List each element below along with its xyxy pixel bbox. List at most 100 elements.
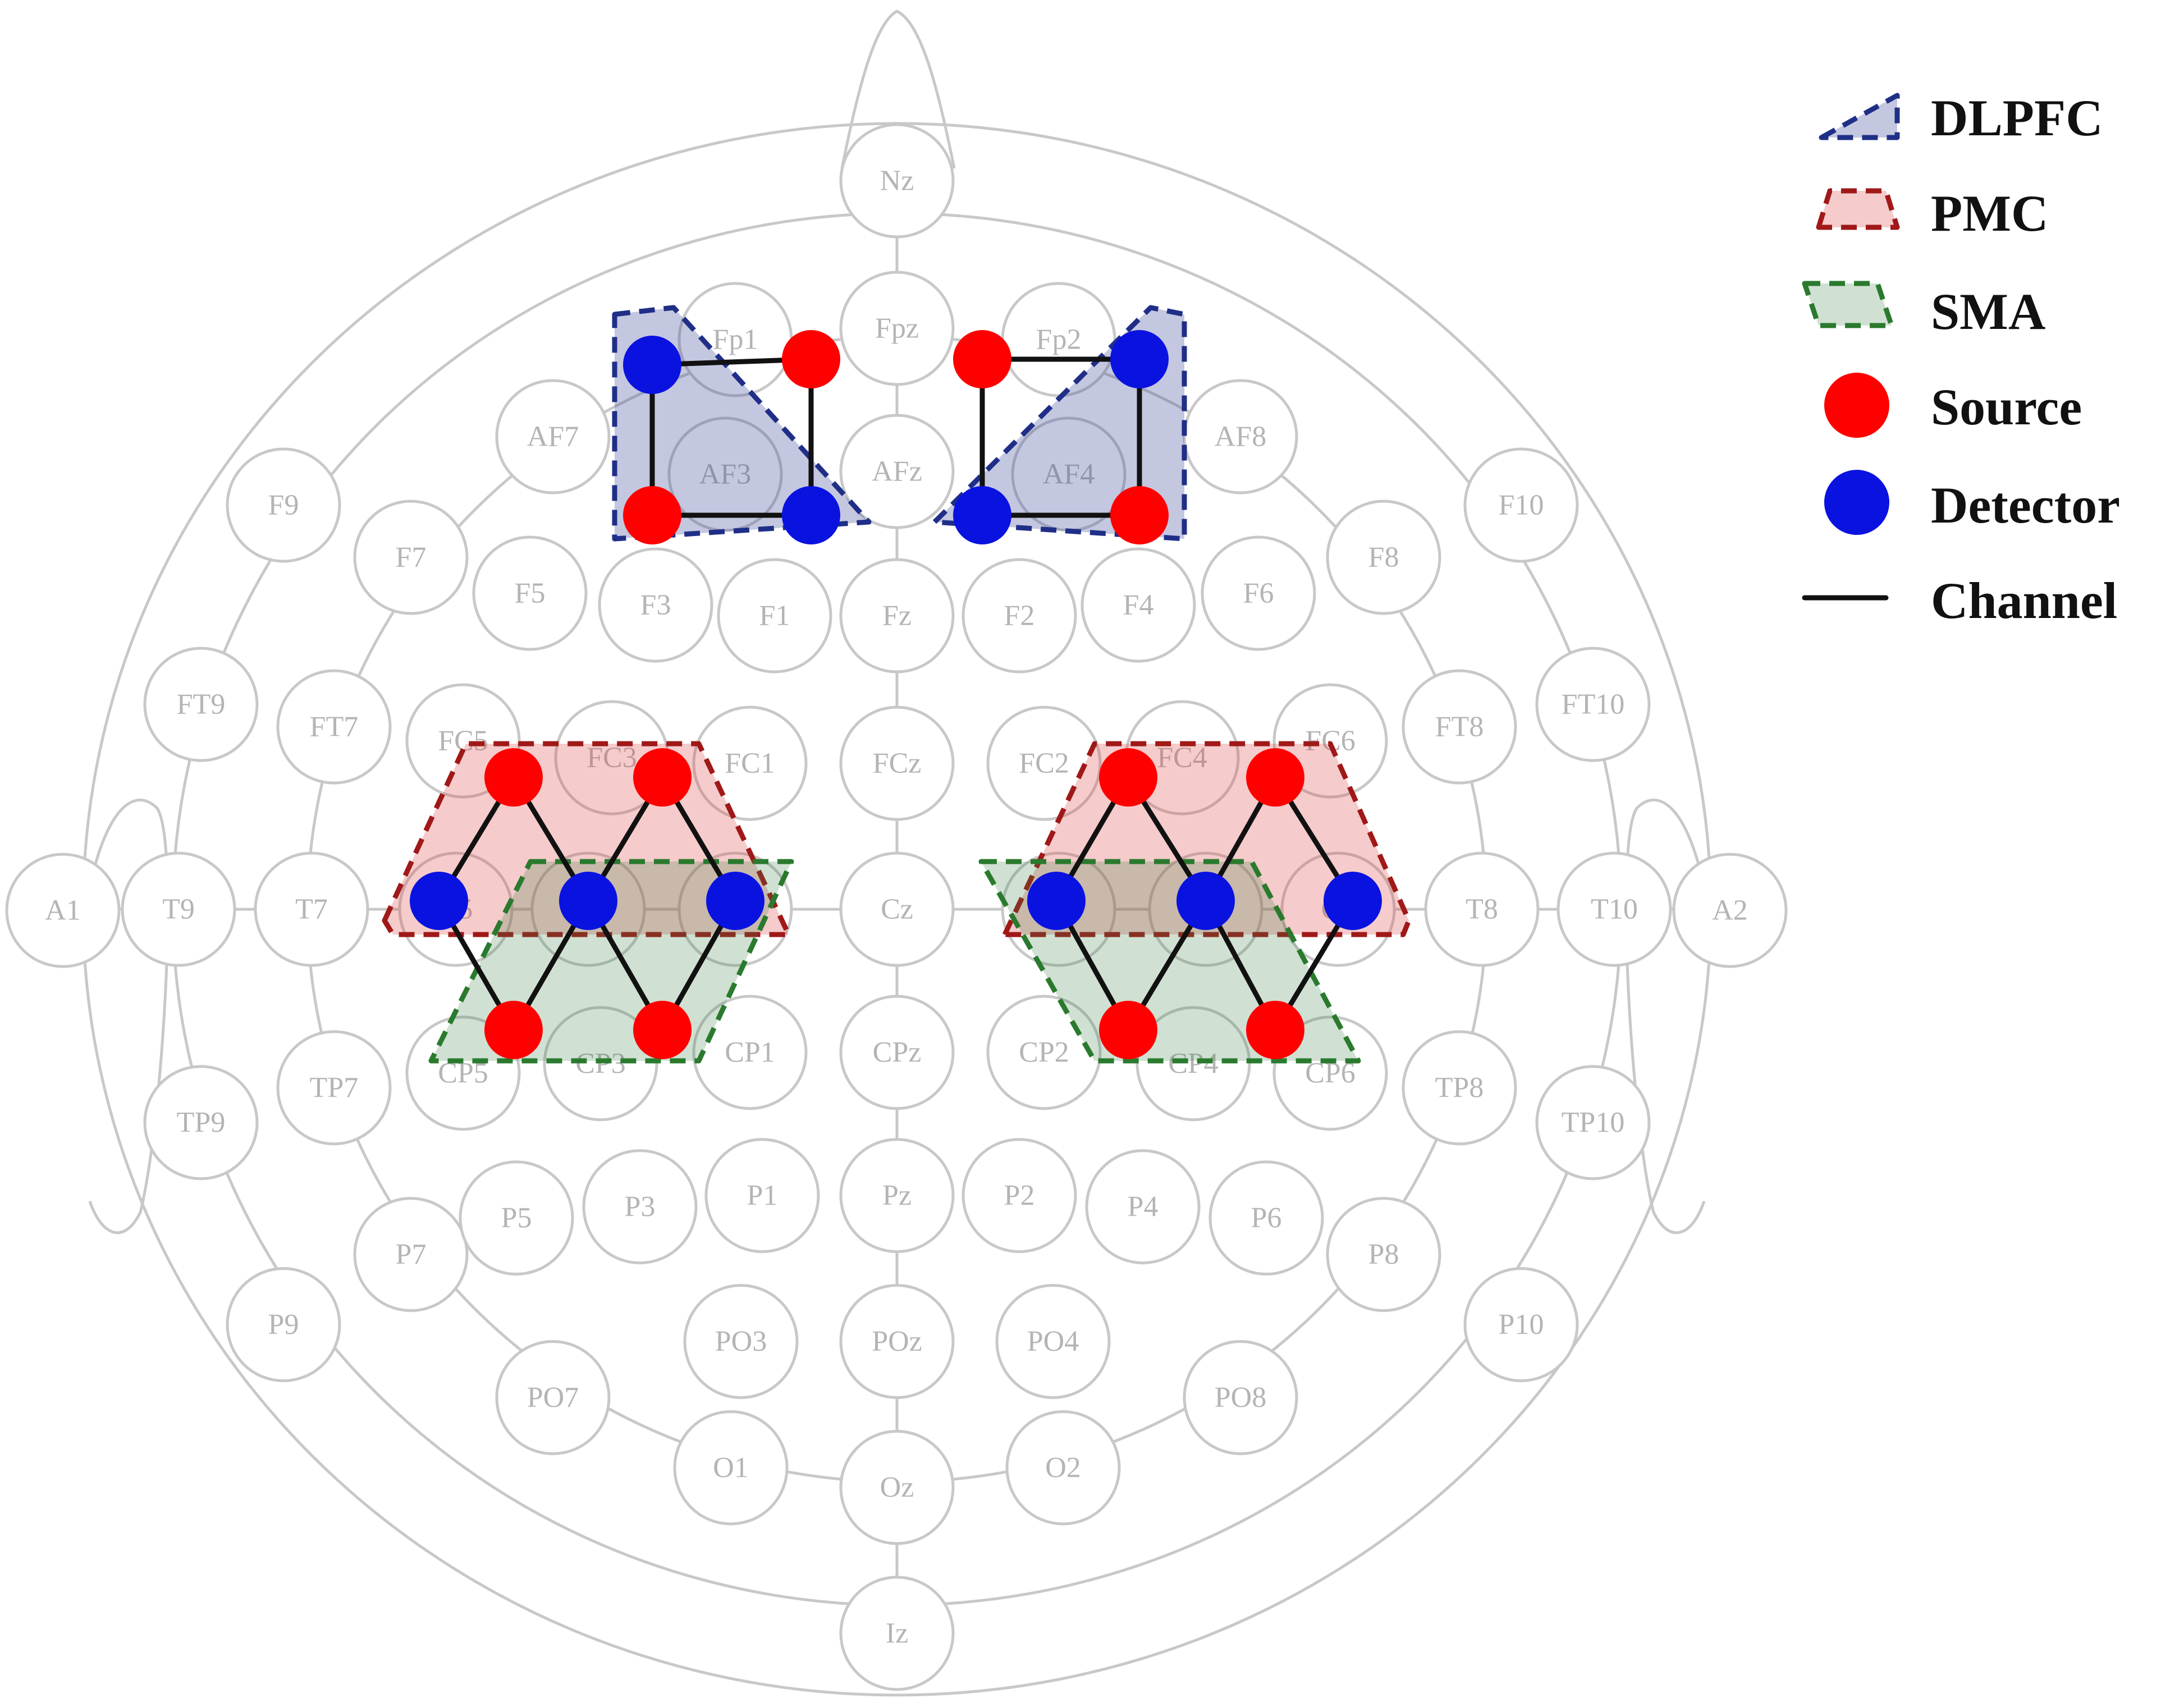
legend-dlpfc-label: DLPFC <box>1931 89 2103 146</box>
electrode-circle <box>495 1340 611 1455</box>
electrode-label: P8 <box>1368 1239 1399 1271</box>
source-optode <box>1099 748 1157 807</box>
electrode-label: CP4 <box>1168 1048 1219 1080</box>
electrode-circle <box>839 1430 955 1545</box>
electrode-label: AF4 <box>1043 459 1095 491</box>
electrode-circle <box>226 1267 341 1382</box>
electrode-circle <box>582 1149 698 1265</box>
electrode-label: P1 <box>747 1180 778 1212</box>
electrode-p4: P4 <box>1085 1149 1201 1265</box>
legend-sma-label: SMA <box>1931 283 2045 340</box>
electrode-circle <box>121 851 236 967</box>
electrode-circle <box>667 416 783 532</box>
detector-optode <box>410 872 468 930</box>
electrode-circle <box>1402 1030 1517 1146</box>
electrode-p3: P3 <box>582 1149 698 1265</box>
electrode-po4: PO4 <box>995 1284 1111 1399</box>
electrode-f9: F9 <box>226 447 341 563</box>
electrode-circle <box>1535 647 1651 762</box>
electrode-label: FC4 <box>1157 742 1207 774</box>
electrode-iz: Iz <box>839 1576 955 1691</box>
electrode-label: FC6 <box>1305 725 1356 757</box>
electrode-label: P6 <box>1251 1202 1282 1234</box>
electrode-circle <box>276 669 392 785</box>
electrode-f4: F4 <box>1080 547 1196 663</box>
electrode-label: TP10 <box>1562 1107 1625 1139</box>
electrode-fp1: Fp1 <box>677 282 793 397</box>
electrode-p10: P10 <box>1463 1267 1579 1382</box>
legend-source-marker <box>1824 373 1889 438</box>
electrode-label: F7 <box>396 542 427 574</box>
electrode-circle <box>1085 1149 1201 1265</box>
electrode-t7: T7 <box>254 851 369 967</box>
source-optode <box>1099 1001 1157 1059</box>
electrode-ft9: FT9 <box>143 647 259 762</box>
electrode-circle <box>1326 500 1441 615</box>
electrode-label: F10 <box>1499 489 1544 521</box>
electrode-label: TP8 <box>1435 1072 1484 1104</box>
electrode-label: P2 <box>1004 1180 1035 1212</box>
source-optode <box>484 748 543 807</box>
electrode-circle <box>1463 447 1579 563</box>
electrode-po3: PO3 <box>683 1284 799 1399</box>
electrode-circle <box>839 271 955 386</box>
electrode-label: TP7 <box>310 1072 359 1104</box>
electrode-f10: F10 <box>1463 447 1579 563</box>
electrode-label: AF7 <box>527 421 579 453</box>
electrode-circle <box>839 706 955 821</box>
electrode-circle <box>226 447 341 563</box>
electrode-f1: F1 <box>717 558 832 674</box>
electrode-label: T10 <box>1591 894 1638 926</box>
electrode-cp4: CP4 <box>1136 1006 1251 1121</box>
electrode-label: Iz <box>886 1618 908 1650</box>
electrode-circle <box>1005 1410 1121 1526</box>
electrode-cz: Cz <box>839 851 955 967</box>
electrode-circle <box>598 547 713 663</box>
electrode-circle <box>143 1065 259 1180</box>
electrode-circle <box>353 500 469 615</box>
electrode-p5: P5 <box>459 1160 574 1276</box>
electrode-grid: NzFpzFp1Fp2AF7AF3AFzAF4AF8F9F7F5F3F1FzF2… <box>5 123 1788 1691</box>
electrode-cp3: CP3 <box>543 1006 658 1121</box>
electrode-label: FT9 <box>177 689 226 721</box>
electrode-tp7: TP7 <box>276 1030 392 1146</box>
detector-optode <box>1110 330 1169 388</box>
electrode-label: P5 <box>501 1202 532 1234</box>
legend-pmc-swatch <box>1816 188 1900 230</box>
electrode-circle <box>839 995 955 1110</box>
electrode-circle <box>459 1160 574 1276</box>
legend-channel-label: Channel <box>1931 572 2117 629</box>
electrode-f7: F7 <box>353 500 469 615</box>
electrode-f2: F2 <box>962 558 1077 674</box>
electrode-circle <box>1672 853 1788 968</box>
electrode-label: A1 <box>45 895 81 927</box>
electrode-circle <box>717 558 832 674</box>
electrode-o1: O1 <box>673 1410 789 1526</box>
electrode-circle <box>1136 1006 1251 1121</box>
electrode-label: Fp2 <box>1036 324 1082 356</box>
detector-optode <box>623 336 681 394</box>
electrode-label: F6 <box>1243 578 1274 610</box>
detector-optode <box>1324 872 1382 930</box>
electrode-label: T7 <box>295 894 328 926</box>
electrode-circle <box>1272 1015 1388 1131</box>
electrode-label: TP9 <box>177 1107 226 1139</box>
source-optode <box>484 1001 543 1059</box>
source-optode <box>782 330 840 388</box>
electrode-fpz: Fpz <box>839 271 955 386</box>
electrode-label: F1 <box>759 600 790 632</box>
electrode-label: Nz <box>880 165 914 197</box>
electrode-nz: Nz <box>839 123 955 239</box>
electrode-fcz: FCz <box>839 706 955 821</box>
electrode-label: AF3 <box>699 459 751 491</box>
electrode-label: AF8 <box>1215 421 1266 453</box>
electrode-p9: P9 <box>226 1267 341 1382</box>
electrode-label: FC2 <box>1019 748 1069 780</box>
optode-markers <box>410 330 1382 1059</box>
electrode-label: P9 <box>268 1309 299 1341</box>
electrode-cp1: CP1 <box>692 995 808 1110</box>
electrode-label: P4 <box>1128 1191 1159 1223</box>
electrode-ft7: FT7 <box>276 669 392 785</box>
electrode-circle <box>962 1138 1077 1253</box>
electrode-label: F8 <box>1368 542 1399 574</box>
